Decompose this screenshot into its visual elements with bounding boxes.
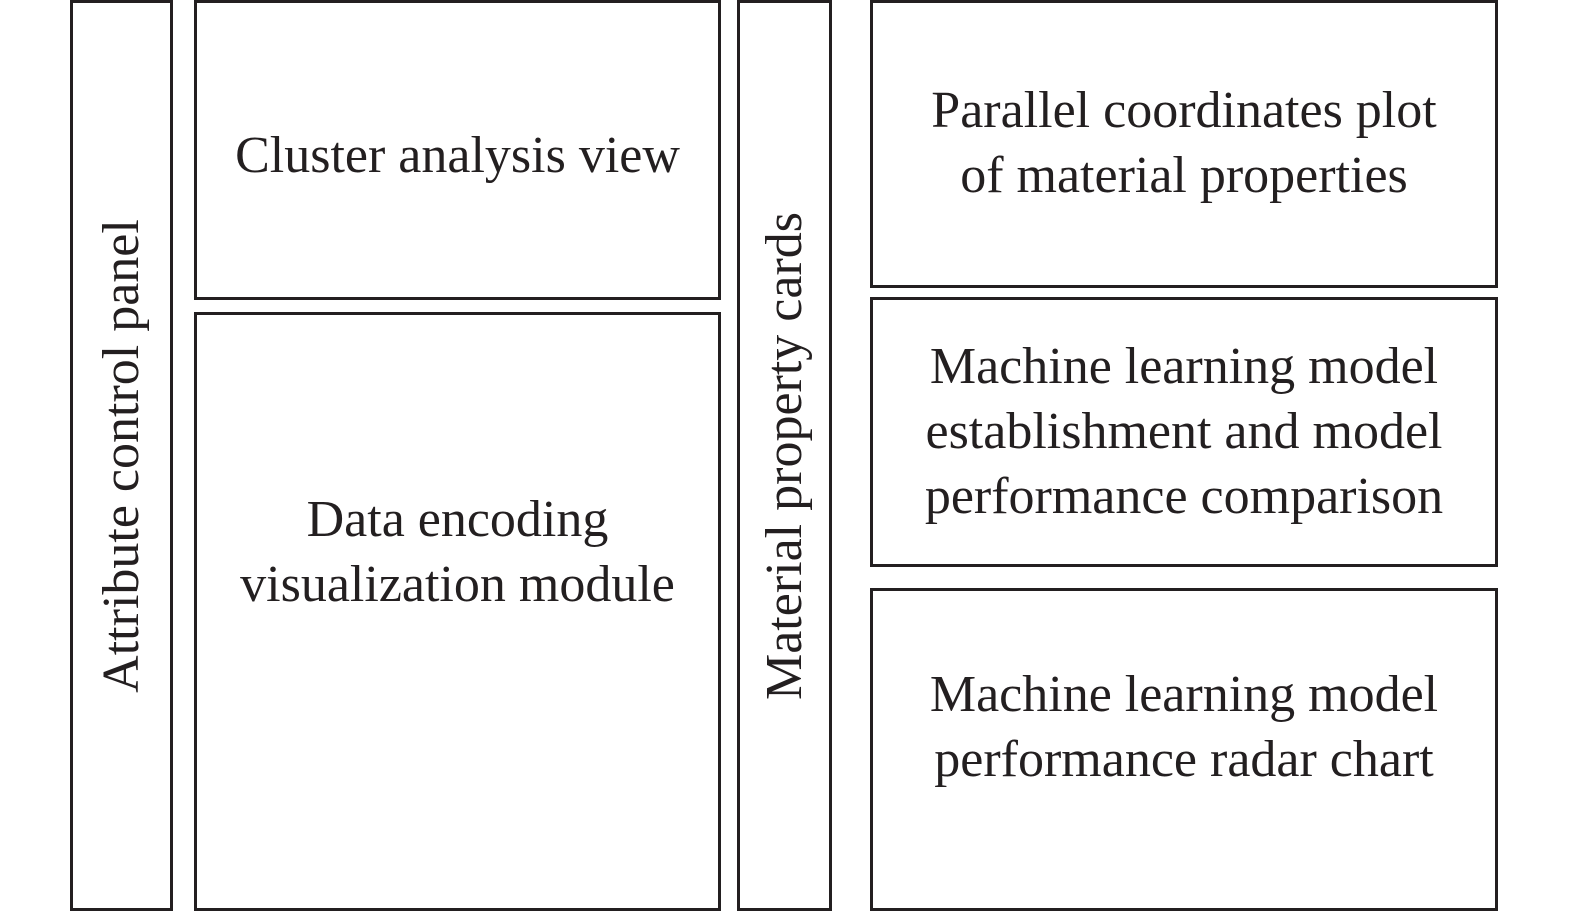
ml-model-comparison-panel: Machine learning model establishment and… — [870, 297, 1498, 567]
ml-performance-radar-panel: Machine learning model performance radar… — [870, 588, 1498, 911]
data-encoding-visualization-module: Data encoding visualization module — [194, 312, 721, 911]
material-property-cards: Material property cards — [737, 0, 832, 911]
attribute-control-panel-label: Attribute control panel — [92, 218, 150, 693]
cluster-analysis-view-label: Cluster analysis view — [235, 127, 680, 184]
cluster-analysis-view: Cluster analysis view — [194, 0, 721, 300]
data-encoding-visualization-module-label: Data encoding visualization module — [240, 491, 675, 613]
material-property-cards-label: Material property cards — [755, 211, 813, 700]
ml-model-comparison-label: Machine learning model establishment and… — [924, 338, 1444, 525]
attribute-control-panel: Attribute control panel — [70, 0, 173, 911]
ml-performance-radar-label: Machine learning model performance radar… — [929, 666, 1439, 788]
parallel-coordinates-plot-label: Parallel coordinates plot of material pr… — [931, 82, 1437, 204]
parallel-coordinates-plot-panel: Parallel coordinates plot of material pr… — [870, 0, 1498, 288]
